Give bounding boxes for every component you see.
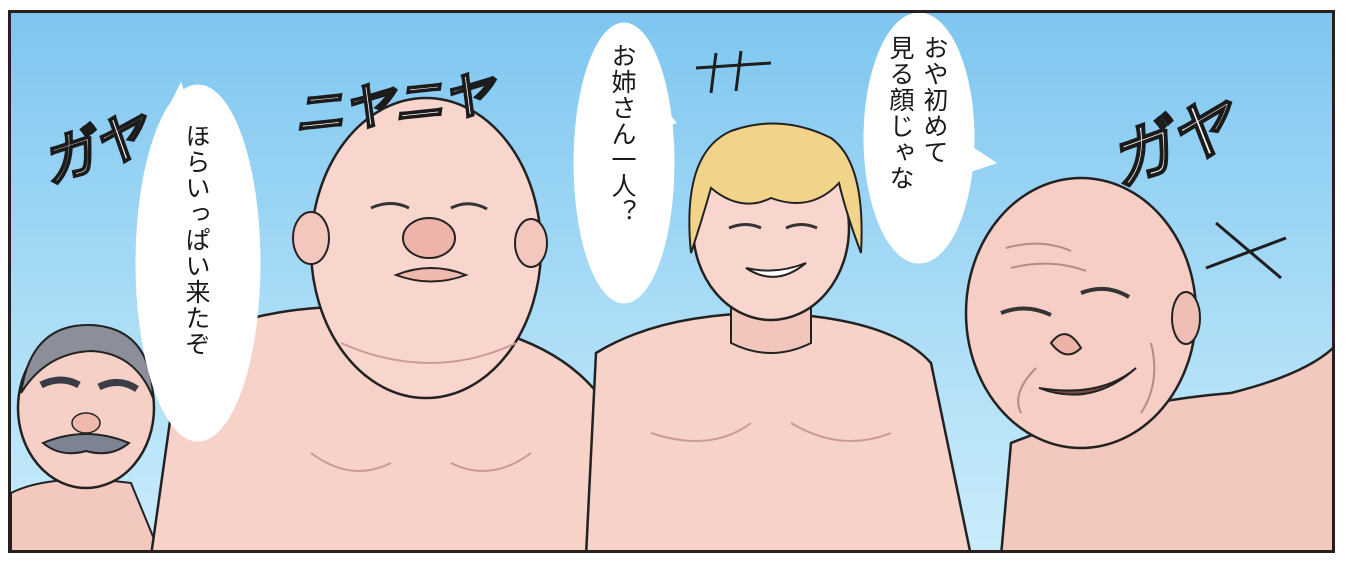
hatch-marks [695, 50, 1287, 280]
bald-heavy-man-figure [150, 96, 632, 550]
mustached-old-man-figure [11, 323, 160, 550]
speech-bubbles [135, 13, 998, 442]
comic-artwork [11, 13, 1332, 550]
blond-young-man-figure [585, 122, 972, 550]
wrinkled-old-man-figure [964, 176, 1332, 550]
speech-text-left: ほらいっぱい来たぞ [182, 123, 211, 357]
speech-text-right: おや初めて 見る顔じゃな [886, 35, 949, 191]
speech-text-center: お姉さん一人？ [608, 43, 637, 225]
comic-panel: ほらいっぱい来たぞ お姉さん一人？ おや初めて 見る顔じゃな ガヤ ニヤニヤ ガ… [8, 10, 1335, 553]
